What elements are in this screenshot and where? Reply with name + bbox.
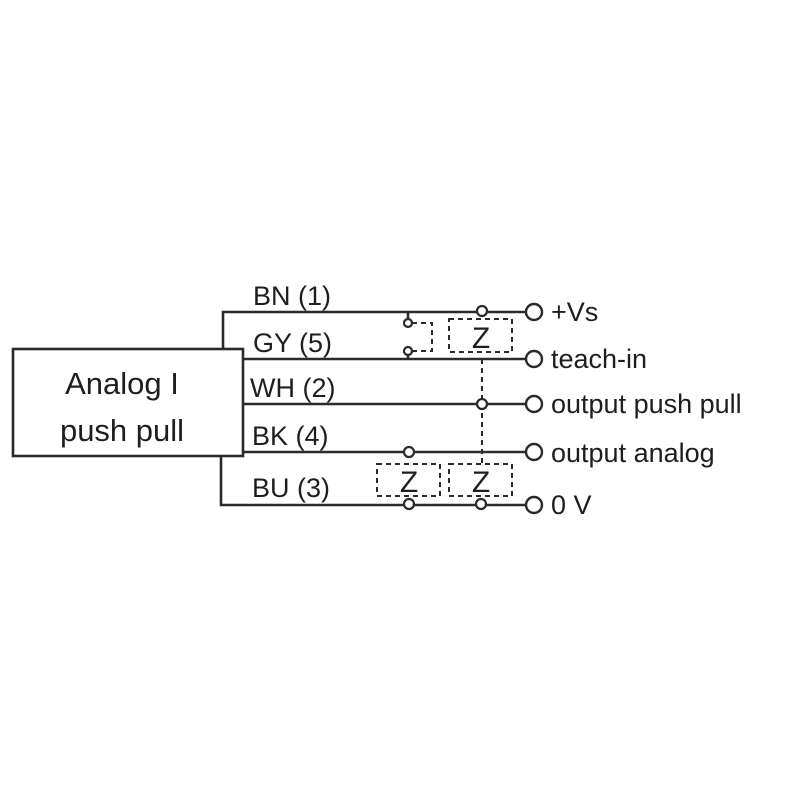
load-symbol-lower-left: Z <box>400 466 418 499</box>
terminal-vs <box>524 302 544 322</box>
wire-label-wh: WH (2) <box>250 373 335 403</box>
node-bu-left <box>402 497 416 511</box>
terminal-output-push-pull <box>524 394 544 414</box>
node-bn <box>475 304 489 318</box>
load-symbol-upper: Z <box>472 322 490 355</box>
wire-bn <box>221 310 525 349</box>
node-bk <box>402 445 416 459</box>
module-label-line1: Analog I <box>65 366 179 401</box>
terminal-label-teach-in: teach-in <box>551 344 647 374</box>
terminal-teach-in <box>524 349 544 369</box>
wire-label-gy: GY (5) <box>253 328 332 358</box>
module-label-line2: push pull <box>60 413 184 448</box>
wire-label-bk: BK (4) <box>252 421 329 451</box>
load-box-lower-right <box>448 463 513 497</box>
terminal-0v <box>524 495 544 515</box>
load-symbol-lower-right: Z <box>472 466 490 499</box>
node-bu-right <box>474 497 488 511</box>
terminal-label-output-analog: output analog <box>551 438 715 468</box>
switch-contact-bottom <box>402 345 414 357</box>
wire-bu <box>219 456 525 507</box>
wire-label-bu: BU (3) <box>252 473 330 503</box>
terminal-label-output-push-pull: output push pull <box>551 389 742 419</box>
terminal-label-0v: 0 V <box>551 490 592 520</box>
switch-contact-top <box>402 317 414 329</box>
terminal-output-analog <box>524 442 544 462</box>
teach-switch-bracket <box>412 322 433 352</box>
load-box-lower-left <box>376 463 441 497</box>
module-box <box>11 347 245 458</box>
terminal-label-vs: +Vs <box>551 297 598 327</box>
node-wh <box>475 397 489 411</box>
wire-label-bn: BN (1) <box>253 281 331 311</box>
load-box-upper <box>448 318 513 353</box>
